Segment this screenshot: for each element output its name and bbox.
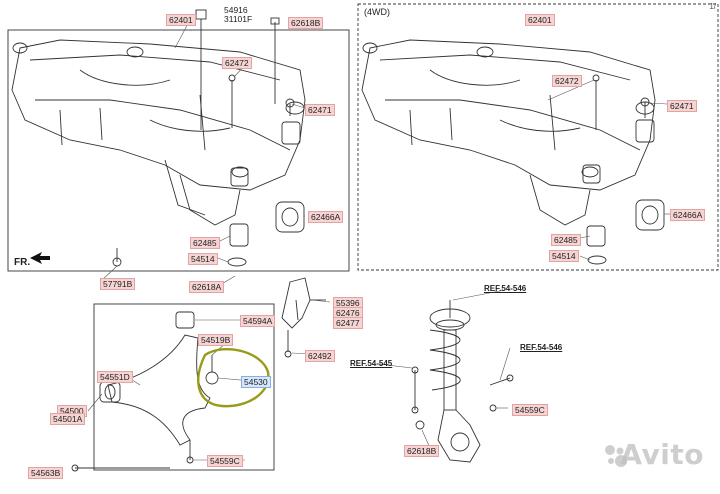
- label-54530[interactable]: 54530: [241, 376, 271, 388]
- leader-lines: [87, 19, 670, 461]
- label-57791B[interactable]: 57791B: [100, 278, 136, 290]
- label-62485[interactable]: 62485: [190, 237, 220, 249]
- label-62492[interactable]: 62492: [305, 350, 335, 362]
- highlight-circle: [197, 347, 270, 408]
- front-arrow-icon: [30, 252, 50, 264]
- label-strut-62618B[interactable]: 62618B: [404, 445, 440, 457]
- 4wd-dashed-box: [357, 3, 719, 271]
- lower-arm-box: [93, 303, 275, 471]
- page-indicator: 1/: [709, 2, 716, 11]
- avito-watermark: Avito: [620, 438, 704, 471]
- label-62618A[interactable]: 62618A: [189, 281, 225, 293]
- label-54551D[interactable]: 54551D: [97, 371, 133, 383]
- subframe-left: [11, 9, 306, 267]
- strut-assembly: [411, 300, 514, 463]
- label-54594A[interactable]: 54594A: [240, 315, 276, 327]
- label-31101F[interactable]: 31101F: [224, 14, 253, 24]
- label-strut-54559C[interactable]: 54559C: [512, 404, 548, 416]
- label-54514[interactable]: 54514: [188, 253, 218, 265]
- label-62401[interactable]: 62401: [166, 14, 196, 26]
- label-4wd-62485[interactable]: 62485: [551, 234, 581, 246]
- variant-title: (4WD): [364, 7, 390, 17]
- label-62471[interactable]: 62471: [305, 104, 335, 116]
- label-54519B[interactable]: 54519B: [198, 334, 234, 346]
- label-4wd-62401[interactable]: 62401: [525, 14, 555, 26]
- label-54559C[interactable]: 54559C: [207, 455, 243, 467]
- label-62477[interactable]: 62477: [333, 317, 363, 329]
- stabilizer-bracket: [281, 277, 326, 358]
- front-direction-label: FR.: [14, 257, 31, 268]
- label-62466A[interactable]: 62466A: [308, 211, 344, 223]
- ref-label-top[interactable]: REF.54-546: [484, 284, 527, 293]
- ref-label-left[interactable]: REF.54-545: [350, 359, 393, 368]
- avito-logo-icon: [605, 445, 627, 467]
- label-54916[interactable]: 54916: [224, 5, 248, 15]
- label-54563B[interactable]: 54563B: [28, 467, 64, 479]
- subframe-right: [361, 39, 665, 265]
- label-54501A[interactable]: 54501A: [50, 413, 86, 425]
- label-62472[interactable]: 62472: [222, 57, 252, 69]
- subframe-frame-box: [7, 29, 350, 272]
- label-4wd-54514[interactable]: 54514: [549, 250, 579, 262]
- label-4wd-62471[interactable]: 62471: [667, 100, 697, 112]
- lower-control-arm: [71, 311, 219, 472]
- label-4wd-62466A[interactable]: 62466A: [670, 209, 706, 221]
- ref-label-right[interactable]: REF.54-546: [520, 343, 563, 352]
- label-4wd-62472[interactable]: 62472: [552, 75, 582, 87]
- label-62618B[interactable]: 62618B: [288, 17, 324, 29]
